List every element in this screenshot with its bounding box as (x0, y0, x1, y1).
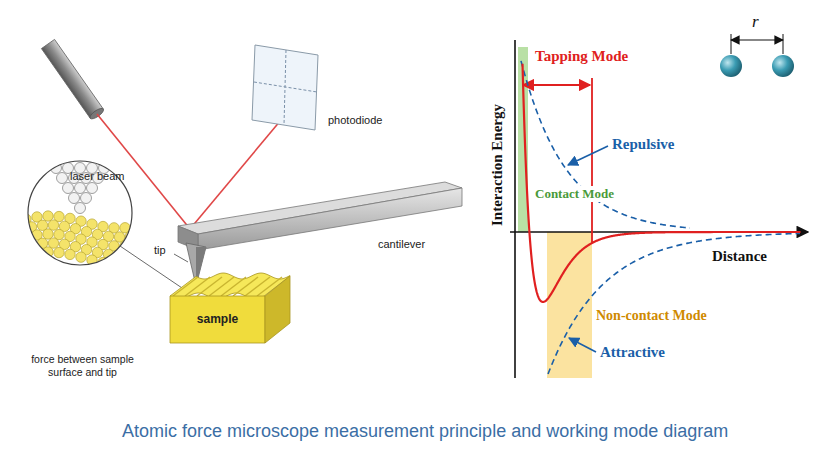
sample-atom (10, 235, 20, 245)
sample-ridge (245, 277, 270, 296)
potential-curve (523, 64, 801, 302)
tip-atom (63, 183, 74, 194)
sample-atom (21, 250, 31, 260)
sample-atom (125, 249, 135, 259)
node-label: photodiode (328, 114, 382, 128)
sample-atom (43, 247, 53, 257)
sample-atom (131, 257, 141, 267)
sample-ridge (233, 277, 258, 296)
inset-leader (120, 246, 185, 290)
tip-atom (57, 173, 68, 184)
sample-front (170, 296, 265, 343)
part-label: cantilever (378, 238, 425, 250)
tip-atom (51, 163, 62, 174)
node-label: force between sample surface and tip (15, 353, 150, 379)
tip-leader (174, 254, 188, 262)
tip-atom (81, 193, 92, 204)
bracket-tick (731, 34, 732, 54)
repulsive-curve (521, 61, 690, 228)
mode-label: Tapping Mode (535, 48, 628, 65)
repulsive-pointer (568, 146, 608, 165)
sample-atom (10, 217, 20, 227)
sample-side (265, 276, 290, 343)
sample-atom (43, 229, 53, 239)
sample-atom (48, 220, 58, 230)
attractive-pointer (569, 338, 596, 352)
figure-caption: Atomic force microscope measurement prin… (122, 421, 728, 442)
sample-atom (21, 232, 31, 242)
distance-symbol: r (752, 12, 759, 32)
sample-atom (15, 242, 25, 252)
distance-bracket (731, 39, 783, 40)
sample-atom (98, 257, 108, 267)
y-axis (514, 40, 516, 378)
laser-source (41, 39, 105, 120)
sample-block: sample (165, 268, 295, 348)
sample-ridge (185, 277, 210, 296)
atom-layers (10, 163, 147, 270)
inset-magnifier: force between sample surface and tip (15, 158, 154, 388)
sample-atom (43, 211, 53, 221)
tapping-range-arrow (523, 84, 590, 86)
sample-atom (109, 259, 119, 269)
bracket-tick (783, 34, 784, 54)
laser-end (88, 107, 105, 121)
part-label: laser beam (70, 170, 124, 182)
photodiode-split (254, 82, 317, 92)
sample-ridge (221, 277, 246, 296)
force-label: Attractive (600, 344, 665, 361)
tip-atom (75, 183, 86, 194)
mode-label: Non-contact Mode (596, 308, 707, 324)
laser-body (41, 39, 103, 118)
tapping-limit (591, 78, 593, 242)
sample-atom (10, 253, 20, 263)
force-label: Repulsive (612, 136, 675, 153)
sample-block-shape (165, 268, 295, 348)
inset-ground (28, 161, 132, 265)
sample-ridge (197, 277, 222, 296)
cantilever-front (198, 188, 462, 250)
noncontact-band (547, 232, 592, 378)
atom-icon (720, 55, 742, 77)
sample-atom (120, 241, 130, 251)
sample-ridge (173, 277, 198, 296)
sample-atom (65, 249, 75, 259)
sample-atom (76, 252, 86, 262)
photodiode-panel: photodiode (250, 40, 400, 135)
part-label: tip (154, 244, 166, 256)
inset-outline (28, 161, 132, 265)
tip-atom (75, 203, 86, 214)
node-label: sample (170, 312, 265, 327)
axis-title: Interaction Energy (489, 104, 506, 226)
sample-atom (131, 239, 141, 249)
photodiode-plate (252, 45, 318, 130)
sample-atom (136, 229, 146, 239)
mode-label: Contact Mode (533, 186, 616, 202)
atom-icon (772, 55, 794, 77)
sample-ridge (209, 277, 234, 296)
sample-atom (120, 259, 130, 269)
axis-title: Distance (712, 248, 767, 265)
sample-atom (131, 221, 141, 231)
tip-atom (69, 193, 80, 204)
sample-atom (136, 247, 146, 257)
sample-atom (15, 224, 25, 234)
attractive-curve (548, 233, 800, 374)
sample-atom (26, 240, 36, 250)
sample-atom (54, 247, 64, 257)
sample-atom (48, 238, 58, 248)
sample-atom (32, 248, 42, 258)
tip-atom (87, 183, 98, 194)
